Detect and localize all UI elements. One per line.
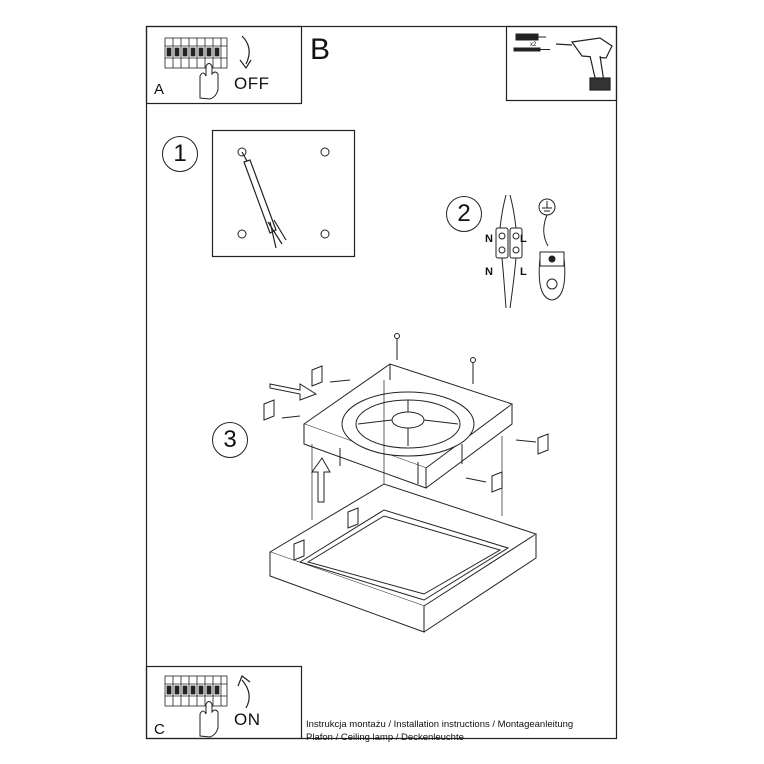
panel-b-letter: B xyxy=(310,33,331,66)
breaker-strip-icon xyxy=(164,675,228,707)
switch-down-arrow-icon xyxy=(241,35,250,65)
pencil-icon xyxy=(241,151,287,249)
alignment-lines xyxy=(311,380,503,520)
caption-line-1: Instrukcja montażu / Installation instru… xyxy=(306,719,574,730)
switch-up-arrowhead xyxy=(237,675,251,687)
step1-box xyxy=(211,129,356,258)
screw xyxy=(281,333,537,484)
ground-symbol-icon xyxy=(538,198,566,301)
switch-up-arrow-icon xyxy=(241,679,250,709)
panel-c-state: ON xyxy=(234,710,261,729)
ceiling-rose xyxy=(341,391,475,457)
wall-plug-screw-icon xyxy=(513,33,550,52)
step-3-number: 3 xyxy=(212,422,248,458)
lamp-housing xyxy=(268,483,538,633)
caption-line-2: Plafon / Ceiling lamp / Deckenleuchte xyxy=(306,732,464,743)
breaker-strip-icon xyxy=(164,37,228,69)
switch-down-arrowhead xyxy=(239,59,252,70)
panel-a-letter: A xyxy=(154,81,165,98)
hand-icon xyxy=(199,63,219,100)
wire-label-n-top: N xyxy=(485,233,493,245)
panel-c-letter: C xyxy=(154,721,165,738)
wire-label-l-top: L xyxy=(520,233,527,245)
mounting-hole xyxy=(237,147,330,239)
hand-icon xyxy=(199,701,219,738)
panel-b-multiplier: x2 xyxy=(530,42,537,48)
wire-label-l-bottom: L xyxy=(520,266,527,278)
direction-arrow-icon xyxy=(269,383,331,503)
panel-c-box xyxy=(145,665,303,740)
panel-b-tools-box xyxy=(505,25,618,102)
panel-a-state: OFF xyxy=(234,74,270,93)
panel-a-box xyxy=(145,25,303,105)
terminal-block-icon xyxy=(495,194,523,309)
step-2-number: 2 xyxy=(446,196,482,232)
wire-label-n-bottom: N xyxy=(485,266,493,278)
sheet-border xyxy=(145,25,618,740)
drill-icon xyxy=(555,37,613,91)
wall-plug xyxy=(263,365,549,561)
step-1-number: 1 xyxy=(162,136,198,172)
